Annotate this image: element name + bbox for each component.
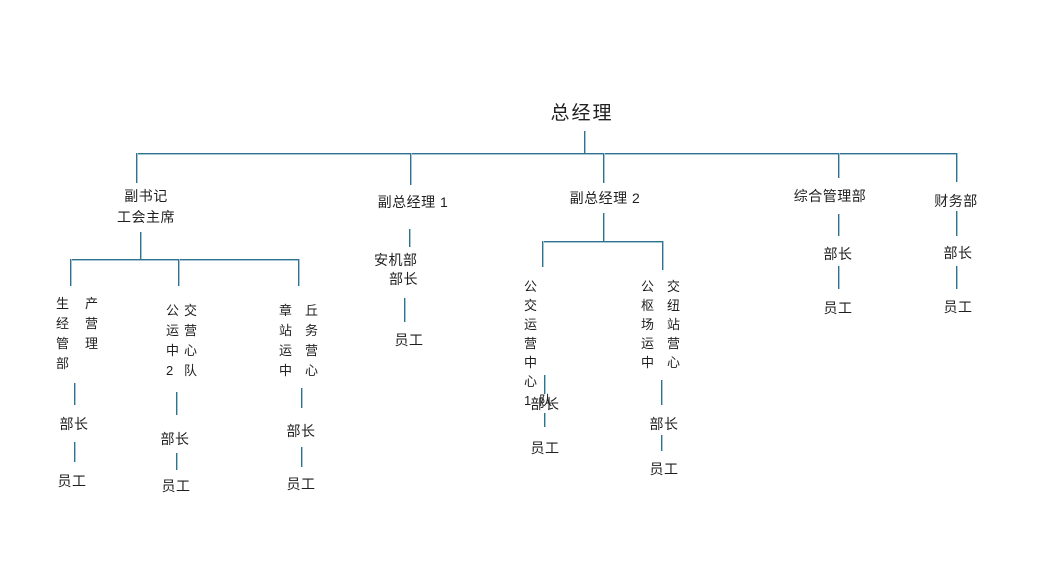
safety-machinery-head-label[interactable]: 部长 bbox=[389, 271, 418, 287]
connector-safety-machinery-staff bbox=[404, 298, 406, 322]
bus-center-2-head-label[interactable]: 部长 bbox=[160, 431, 190, 447]
connector-finance-staff bbox=[956, 266, 958, 289]
production-dept-staff-label[interactable]: 员工 bbox=[57, 473, 87, 489]
connector-drop-deputy-secretary bbox=[136, 153, 138, 183]
node-finance-dept[interactable]: 财务部 bbox=[934, 193, 978, 209]
connector-bus-center-2-staff bbox=[176, 453, 178, 470]
connector-deputy-gm-2-bus bbox=[542, 241, 664, 243]
connector-production-dept-head bbox=[74, 383, 76, 405]
general-management-head-label[interactable]: 部长 bbox=[823, 246, 853, 262]
connector-drop-zhangqiu-center bbox=[298, 259, 300, 286]
connector-deputy-secretary-stem bbox=[140, 232, 142, 260]
connector-drop-finance bbox=[956, 153, 958, 182]
connector-hub-center-head bbox=[661, 380, 663, 405]
production-dept-head-label[interactable]: 部长 bbox=[59, 416, 89, 432]
connector-zhangqiu-staff bbox=[301, 447, 303, 467]
connector-general-management-staff bbox=[838, 266, 840, 289]
bus-center-2-staff-label[interactable]: 员工 bbox=[161, 478, 191, 494]
connector-deputy-secretary-bus bbox=[70, 259, 300, 261]
connector-level1-bus bbox=[137, 153, 958, 155]
bus-center-1-staff-label[interactable]: 员工 bbox=[530, 440, 560, 456]
connector-production-head-staff bbox=[74, 442, 76, 462]
connector-drop-bus-center-2 bbox=[178, 259, 180, 286]
connector-finance-head bbox=[956, 211, 958, 236]
safety-machinery-staff-label[interactable]: 员工 bbox=[394, 332, 424, 348]
node-deputy-general-manager-1[interactable]: 副总经理 1 bbox=[377, 194, 449, 210]
finance-head-label[interactable]: 部长 bbox=[943, 245, 973, 261]
connector-drop-production-dept bbox=[70, 259, 72, 286]
zhangqiu-staff-label[interactable]: 员工 bbox=[286, 476, 316, 492]
connector-drop-general-management bbox=[838, 153, 840, 178]
connector-deputy-gm-2-stem bbox=[603, 213, 605, 243]
node-production-operation-management-dept[interactable]: 生 产 经 营 管 理 部 bbox=[56, 296, 98, 371]
node-deputy-secretary-union-chairman[interactable]: 副书记 工会主席 bbox=[117, 188, 175, 225]
node-bus-operation-center-team-2[interactable]: 公 交 运 营 中 心 2 队 bbox=[166, 303, 197, 378]
node-bus-operation-center-team-1[interactable]: 公 交 运 营 中 心 1 队 bbox=[524, 279, 552, 408]
connector-zhangqiu-head bbox=[301, 388, 303, 408]
zhangqiu-head-label[interactable]: 部长 bbox=[286, 423, 316, 439]
hub-center-staff-label[interactable]: 员工 bbox=[649, 461, 679, 477]
node-deputy-general-manager-2[interactable]: 副总经理 2 bbox=[569, 190, 641, 206]
connector-drop-bus-center-1 bbox=[542, 241, 544, 267]
connector-bus-center-2-head bbox=[176, 392, 178, 415]
node-zhangqiu-station-service-operation-center[interactable]: 章 丘 站 务 运 营 中 心 bbox=[279, 303, 318, 378]
hub-center-head-label[interactable]: 部长 bbox=[649, 416, 679, 432]
connector-drop-deputy-gm-1 bbox=[410, 153, 412, 185]
connector-general-management-head bbox=[838, 214, 840, 236]
node-general-manager[interactable]: 总经理 bbox=[550, 103, 614, 124]
connector-bus-center-1-staff bbox=[544, 413, 546, 427]
node-bus-hub-yard-station-operation-center[interactable]: 公 交 枢 纽 场 站 运 营 中 心 bbox=[641, 279, 680, 370]
node-safety-machinery-dept[interactable]: 安机部 bbox=[374, 252, 418, 268]
connector-root-stem bbox=[584, 131, 586, 153]
connector-bus-center-1-head bbox=[544, 375, 546, 394]
connector-deputy-gm-1-dept bbox=[409, 229, 411, 247]
connector-drop-deputy-gm-2 bbox=[603, 153, 605, 183]
general-management-staff-label[interactable]: 员工 bbox=[823, 300, 853, 316]
finance-staff-label[interactable]: 员工 bbox=[943, 299, 973, 315]
connector-drop-hub-center bbox=[662, 241, 664, 270]
bus-center-1-head-label[interactable]: 部长 bbox=[530, 396, 560, 412]
connector-hub-center-staff bbox=[661, 435, 663, 451]
node-general-management-dept[interactable]: 综合管理部 bbox=[793, 188, 867, 204]
